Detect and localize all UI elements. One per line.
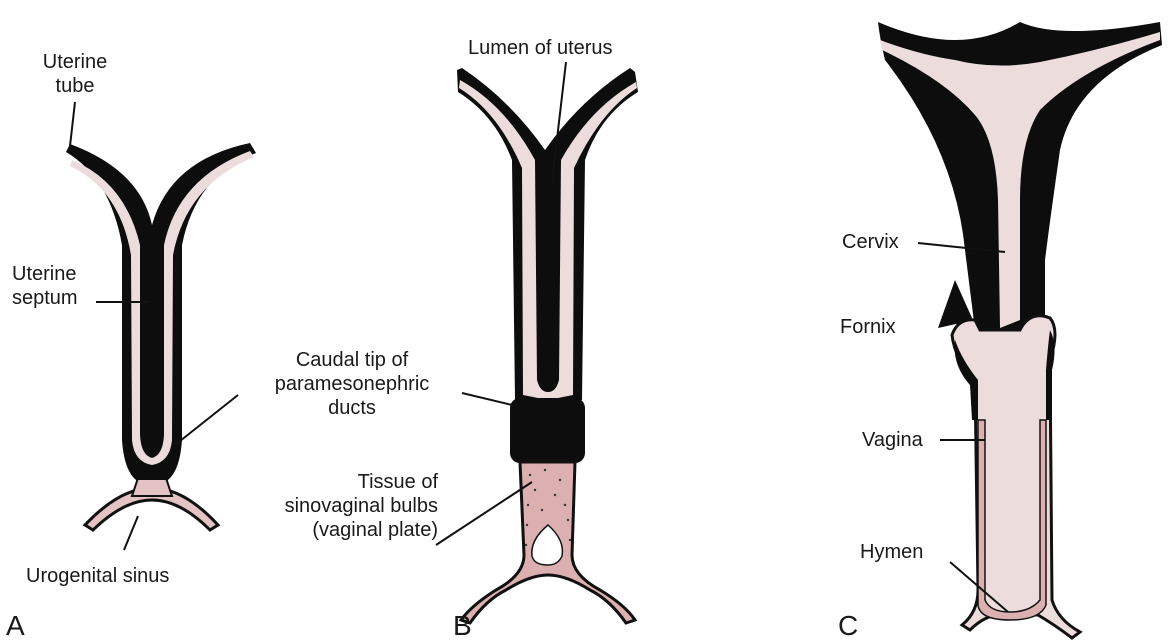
panel-c-figure <box>878 22 1162 640</box>
panel-b-letter: B <box>453 610 472 641</box>
panel-a-leader-uterine-tube <box>69 101 76 147</box>
panel-c-leader-cervix <box>917 242 1006 253</box>
panel-a-septum-blob-1 <box>149 298 157 326</box>
panel-a-letter: A <box>6 610 25 641</box>
panel-a-septum-blob-2 <box>150 366 156 384</box>
label-cervix: Cervix <box>842 231 899 253</box>
label-caudal-tip: Caudal tip of paramesonephric ducts <box>274 349 430 419</box>
label-fornix: Fornix <box>840 316 896 338</box>
panel-b-uterus-wall <box>457 68 638 400</box>
panel-b-leader-lumen <box>551 61 567 183</box>
panel-b-caudal-tip <box>510 398 585 463</box>
label-urogenital-sinus: Urogenital sinus <box>26 565 170 587</box>
label-uterine-septum: Uterine septum <box>12 263 78 309</box>
panel-b-leader-sinovaginal <box>435 481 533 546</box>
panel-a-figure <box>66 143 256 532</box>
panel-b-leader-caudal <box>461 392 513 406</box>
panel-b-figure <box>457 68 638 625</box>
panel-a-septum <box>148 232 156 282</box>
panel-a-leader-caudal <box>174 394 239 446</box>
panel-c-vagina-wall-left <box>954 340 978 420</box>
panel-c-fornix-arrow <box>938 280 972 328</box>
label-vagina: Vagina <box>862 429 923 451</box>
panel-b-bubble <box>531 524 564 566</box>
panel-c-letter: C <box>838 610 859 641</box>
panel-c-vagina-wall-right <box>1046 330 1055 420</box>
panel-c-vagina <box>950 314 1083 640</box>
label-sinovaginal-bulbs: Tissue of sinovaginal bulbs (vaginal pla… <box>284 471 438 541</box>
panel-a-sinus-connector <box>130 477 174 497</box>
panel-a-leader-sinus <box>123 515 139 551</box>
panel-b-stipple <box>524 468 572 547</box>
label-lumen-of-uterus: Lumen of uterus <box>468 37 613 59</box>
label-uterine-tube: Uterine tube <box>42 51 108 97</box>
panel-c-lumen <box>880 32 1160 328</box>
label-hymen: Hymen <box>860 541 924 563</box>
panel-c-leader-hymen <box>949 561 1009 613</box>
panel-a-paramesonephric-outer <box>66 143 256 480</box>
